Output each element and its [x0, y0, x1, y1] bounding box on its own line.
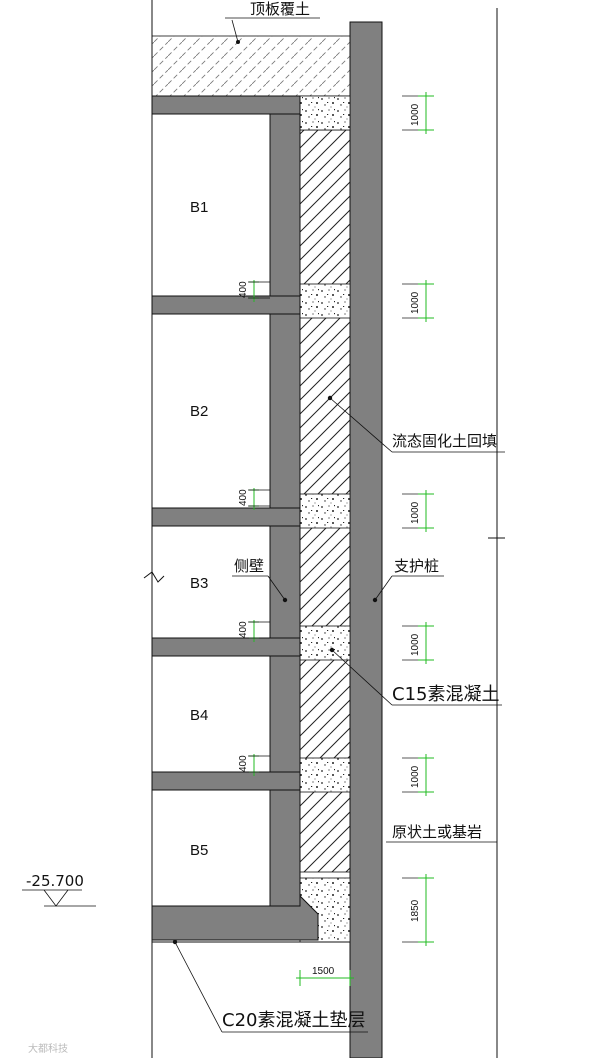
dim-1000-2: 1000 [410, 291, 421, 314]
callout-c15 [329, 647, 502, 706]
watermark: 大都科技 [28, 1042, 68, 1055]
c20-label: C20素混凝土垫层 [222, 1010, 365, 1031]
structure-concrete [151, 95, 350, 943]
slab-dim-400-3: 400 [238, 621, 249, 638]
bottom-width-label: 1500 [312, 966, 335, 977]
vertical-dimensions [418, 92, 434, 946]
slab-b3 [151, 507, 301, 527]
pile-label: 支护桩 [394, 557, 439, 575]
slab-dimension-leaders [248, 281, 270, 773]
vertical-dimension-ext [402, 95, 418, 943]
slab-dimensions [249, 280, 259, 776]
dim-1000-1: 1000 [410, 103, 421, 126]
floor-label-b4: B4 [190, 707, 208, 724]
dim-1000-4: 1000 [410, 633, 421, 656]
callout-pile [372, 575, 444, 603]
elevation-label: -25.700 [26, 872, 84, 890]
roof-soil-leader-dot [236, 40, 240, 44]
slab-b2 [151, 295, 301, 315]
roof-slab [151, 95, 301, 115]
side-wall [269, 95, 301, 907]
slab-dim-400-4: 400 [238, 755, 249, 772]
dim-1000-5: 1000 [410, 765, 421, 788]
c15-block-4 [300, 626, 350, 660]
roof-soil-area [151, 35, 351, 97]
slab-b4 [151, 637, 301, 657]
callout-fill [327, 395, 505, 453]
callout-c20 [172, 939, 368, 1033]
callout-side-wall [232, 575, 288, 603]
left-break-mark [143, 571, 165, 583]
slab-dim-400-1: 400 [238, 281, 249, 298]
roof-soil-leader [231, 19, 239, 43]
dim-1850: 1850 [410, 899, 421, 922]
c15-block-3 [300, 494, 350, 528]
floor-label-b2: B2 [190, 403, 208, 420]
elevation-mark [22, 889, 96, 907]
floor-label-b5: B5 [190, 842, 208, 859]
c15-label: C15素混凝土 [392, 684, 499, 705]
c15-block-2 [300, 284, 350, 318]
support-pile [349, 21, 383, 1058]
side-wall-label: 侧壁 [234, 557, 264, 575]
slab-b5 [151, 771, 301, 791]
bottom-width-dimension [296, 970, 354, 986]
bottom-slab [151, 894, 319, 941]
dim-1000-3: 1000 [410, 501, 421, 524]
slab-dim-400-2: 400 [238, 489, 249, 506]
c15-block-1 [300, 96, 350, 130]
roof-soil-label: 顶板覆土 [250, 0, 310, 18]
fill-label: 流态固化土回填 [392, 432, 497, 450]
original-soil-label: 原状土或基岩 [392, 823, 482, 841]
c15-block-5 [300, 758, 350, 792]
floor-label-b3: B3 [190, 575, 208, 592]
floor-label-b1: B1 [190, 199, 208, 216]
